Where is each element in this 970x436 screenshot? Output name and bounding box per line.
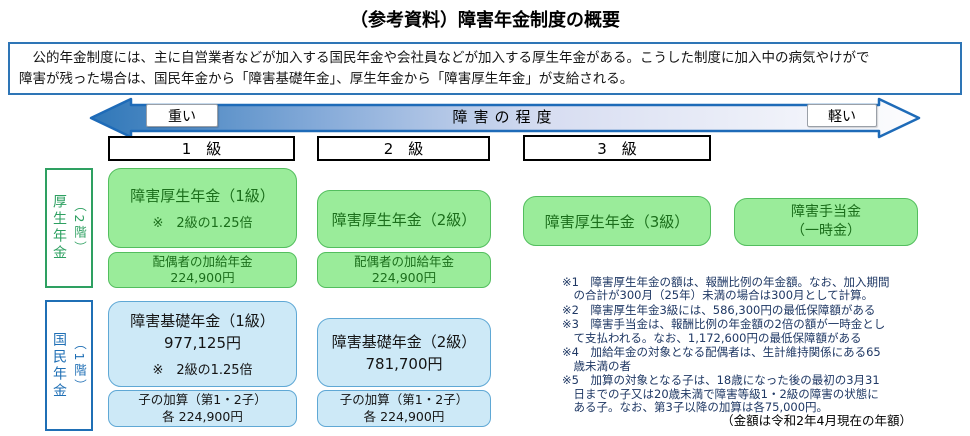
box-kosei-pension-grade1: 障害厚生年金（1級） ※ 2級の1.25倍 (108, 168, 297, 248)
box-kosei-pension-grade3: 障害厚生年金（3級） (523, 196, 711, 246)
box-kosei-pension-grade2: 障害厚生年金（2級） (317, 190, 491, 248)
tier-label-kosei-nenkin: 厚生年金 （2階） (45, 168, 93, 288)
box-title: 障害厚生年金（3級） (544, 212, 690, 231)
footnote-2: ※2 障害厚生年金3級には、586,300円の最低保障額がある (562, 302, 876, 317)
double-arrow-icon (89, 97, 921, 139)
box-line2: （一時金） (791, 223, 861, 239)
severity-heavy-label: 重い (146, 104, 218, 127)
tier-kosei-name: 厚生年金 (51, 194, 67, 262)
box-line1: 障害手当金 (791, 204, 861, 221)
severity-light-label: 軽い (807, 104, 877, 127)
box-line2: 224,900円 (371, 270, 437, 285)
box-title: 障害基礎年金（2級） (331, 333, 477, 351)
box-line1: 配偶者の加給年金 (353, 253, 454, 269)
page-title: （参考資料）障害年金制度の概要 (350, 10, 620, 31)
footnote-1: ※1 障害厚生年金の額は、報酬比例の年金額。なお、加入期間 の合計が300月（2… (562, 275, 890, 303)
box-child-addition-grade2: 子の加算（第1・2子） 各 224,900円 (317, 390, 491, 427)
box-line2: 各 224,900円 (162, 408, 243, 424)
box-basic-pension-grade1: 障害基礎年金（1級） 977,125円 ※ 2級の1.25倍 (108, 301, 297, 387)
tier-kosei-floor: （2階） (72, 199, 87, 257)
footnotes-block: ※1 障害厚生年金の額は、報酬比例の年金額。なお、加入期間 の合計が300月（2… (562, 275, 965, 416)
box-line1: 子の加算（第1・2子） (339, 392, 469, 407)
grade-2-header: 2 級 (317, 136, 490, 161)
footnote-4: ※4 加給年金の対象となる配偶者は、生計維持関係にある65 歳未満の者 (562, 345, 881, 373)
box-line1: 子の加算（第1・2子） (138, 392, 267, 407)
intro-text-box: 公的年金制度には、主に自営業者などが加入する国民年金や会社員などが加入する厚生年… (8, 42, 962, 96)
box-spouse-addition-grade2: 配偶者の加給年金 224,900円 (317, 252, 491, 288)
box-spouse-addition-grade1: 配偶者の加給年金 224,900円 (108, 252, 297, 288)
box-basic-pension-grade2: 障害基礎年金（2級） 781,700円 (317, 318, 491, 387)
box-title: 障害厚生年金（2級） (331, 210, 477, 229)
box-title: 障害基礎年金（1級） (130, 312, 275, 330)
box-note: ※ 2級の1.25倍 (152, 363, 253, 378)
box-note: ※ 2級の1.25倍 (152, 216, 253, 231)
footnote-5: ※5 加算の対象となる子は、18歳になった後の最初の3月31 日までの子又は20… (562, 373, 880, 415)
box-amount: 977,125円 (163, 334, 242, 352)
tier-label-kokumin-nenkin: 国民年金 （1階） (45, 300, 93, 431)
box-line1: 配偶者の加給年金 (152, 253, 253, 269)
footnote-3: ※3 障害手当金は、報酬比例の年金額の2倍の額が一時金とし て支払われる。なお、… (562, 317, 886, 345)
severity-axis-title: 障害の程度 (452, 108, 558, 126)
box-disability-allowance-lump-sum: 障害手当金 （一時金） (734, 198, 918, 246)
severity-gradient-arrow (88, 96, 922, 140)
box-title: 障害厚生年金（1級） (130, 187, 275, 205)
grade-1-header: 1 級 (108, 136, 295, 161)
tier-kokumin-name: 国民年金 (51, 331, 67, 400)
box-amount: 781,700円 (365, 355, 443, 373)
box-line2: 各 224,900円 (363, 408, 445, 424)
box-line2: 224,900円 (170, 270, 235, 285)
box-child-addition-grade1: 子の加算（第1・2子） 各 224,900円 (108, 390, 297, 427)
grade-3-header: 3 級 (523, 135, 711, 161)
tier-kokumin-floor: （1階） (72, 336, 87, 395)
amount-asof-note: （金額は令和2年4月現在の年額） (721, 413, 912, 428)
